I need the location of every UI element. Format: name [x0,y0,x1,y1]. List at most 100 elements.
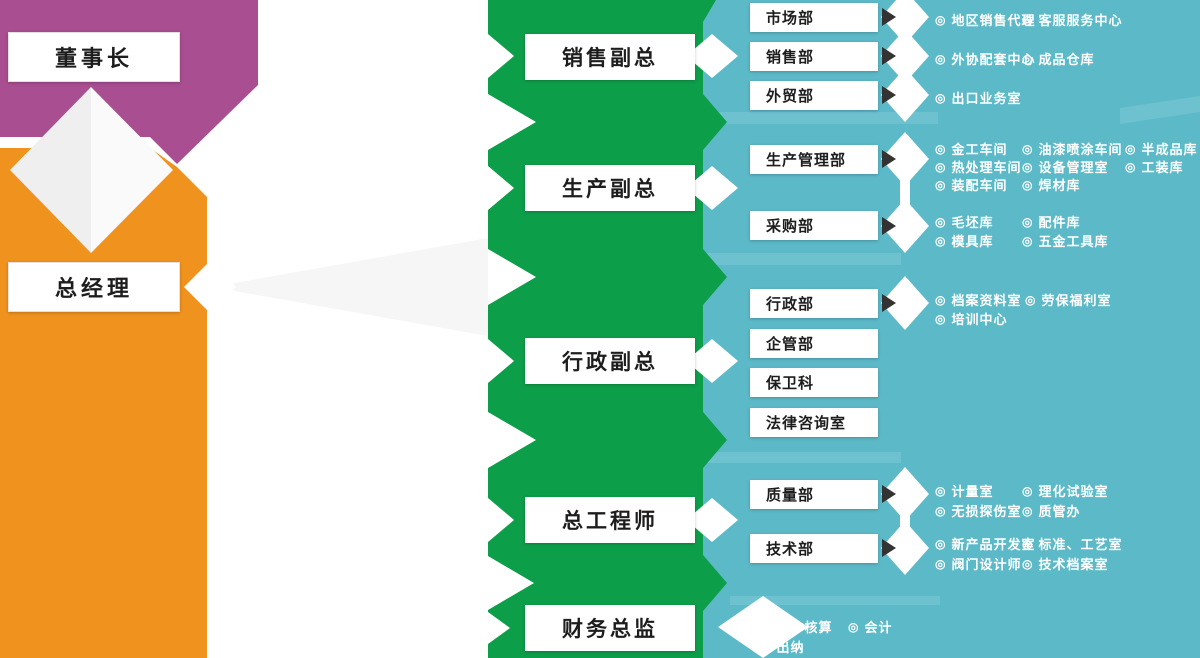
unit-label: 阀门设计师 [951,557,1022,572]
exec-label: 总工程师 [562,510,658,533]
bullet-ring-icon: ◎ [1022,51,1034,66]
dept-box-production-mgmt: 生产管理部 [750,145,878,174]
unit-item: ◎ 模具库 [935,231,994,250]
exec-box-finance-director: 财务总监 [525,605,695,651]
bullet-ring-icon: ◎ [935,503,947,518]
unit-item: ◎ 无损探伤室 [935,501,1022,520]
bullet-ring-icon: ◎ [1125,159,1137,174]
exec-box-admin-vp: 行政副总 [525,338,695,384]
general-manager-box: 总经理 [8,262,180,312]
unit-item: ◎金工车间 [935,139,1008,158]
unit-label: 热处理车间 [951,160,1022,175]
bullet-ring-icon: ◎ [935,536,947,551]
bullet-ring-icon: ◎ [935,159,947,174]
dept-label: 采购部 [766,218,815,235]
bullet-ring-icon: ◎ [935,311,947,326]
unit-label: 五金工具库 [1038,234,1109,249]
unit-label: 会计 [864,620,893,635]
exec-box-sales-vp: 销售副总 [525,34,695,80]
unit-item: ◎装配车间 [935,175,1008,194]
unit-label: 工装库 [1141,160,1184,175]
exec-box-production-vp: 生产副总 [525,165,695,211]
unit-item: ◎ 热处理车间 [935,157,1022,176]
chairman-box: 董事长 [8,32,180,82]
bullet-ring-icon: ◎ [1025,292,1037,307]
dept-box-security: 保卫科 [750,368,878,397]
dept-label: 行政部 [766,296,815,313]
chairman-label: 董事长 [54,46,133,71]
unit-label: 毛坯库 [951,215,994,230]
dept-label: 质量部 [766,487,815,504]
unit-item: ◎客服服务中心 [1022,10,1123,29]
unit-item: ◎ 理化试验室 [1022,481,1109,500]
unit-item: ◎ 工装库 [1125,157,1184,176]
unit-label: 计量室 [951,484,994,499]
bullet-ring-icon: ◎ [935,51,947,66]
unit-item: ◎ 五金工具库 [1022,231,1109,250]
unit-item: ◎出纳 [760,637,805,656]
unit-label: 模具库 [951,234,994,249]
exec-label: 行政副总 [562,351,658,374]
unit-label: 劳保福利室 [1041,293,1112,308]
green-column-shape [488,0,727,658]
exec-label: 销售副总 [562,47,658,70]
chairman-gm-diamond-right [91,87,173,253]
dept-box-technology: 技术部 [750,534,878,563]
unit-item: ◎油漆喷涂车间 [1022,139,1123,158]
teal-light-strips [703,96,1200,605]
exec-label: 财务总监 [562,618,658,641]
bullet-ring-icon: ◎ [935,177,947,192]
bullet-ring-icon: ◎ [1022,233,1034,248]
unit-item: ◎新产品开发室 [935,534,1036,553]
unit-item: ◎ 阀门设计师 [935,554,1022,573]
unit-label: 理化试验室 [1038,484,1109,499]
dept-label: 技术部 [766,541,815,558]
unit-item: ◎毛坯库 [935,212,994,231]
dept-label: 市场部 [766,10,815,27]
dept-box-administration: 行政部 [750,289,878,318]
unit-item: ◎配件库 [1022,212,1081,231]
bullet-ring-icon: ◎ [1022,556,1034,571]
bullet-ring-icon: ◎ [935,90,947,105]
general-manager-label: 总经理 [54,276,133,301]
exec-connector-diamonds [686,34,808,658]
dept-label: 保卫科 [766,375,815,392]
bullet-ring-icon: ◎ [935,556,947,571]
unit-label: 标准、工艺室 [1038,537,1123,552]
dept-label: 生产管理部 [766,152,847,169]
unit-label: 新产品开发室 [951,537,1036,552]
bullet-ring-icon: ◎ [760,619,772,634]
unit-item: ◎ 半成品库 [1125,139,1198,158]
bullet-ring-icon: ◎ [1022,483,1034,498]
unit-label: 成品仓库 [1038,52,1095,67]
gm-link-arrow-shape [212,238,488,336]
dept-label: 企管部 [766,336,815,353]
dept-label: 法律咨询室 [766,415,847,432]
bullet-ring-icon: ◎ [1022,141,1034,156]
bullet-ring-icon: ◎ [1022,177,1034,192]
unit-label: 无损探伤室 [951,504,1022,519]
unit-item: ◎ 成品仓库 [1022,49,1095,68]
department-connector-chain [881,0,929,575]
bullet-ring-icon: ◎ [1022,159,1034,174]
bullet-ring-icon: ◎ [1125,141,1137,156]
unit-label: 配件库 [1038,215,1081,230]
unit-label: 半成品库 [1141,142,1198,157]
dept-label: 销售部 [766,49,815,66]
dept-box-foreign-trade: 外贸部 [750,81,878,110]
bullet-ring-icon: ◎ [935,292,947,307]
bullet-ring-icon: ◎ [935,233,947,248]
exec-label: 生产副总 [562,178,658,201]
bullet-ring-icon: ◎ [1022,536,1034,551]
bullet-ring-icon: ◎ [935,141,947,156]
dept-box-legal-consulting: 法律咨询室 [750,408,878,437]
unit-item: ◎设备管理室 [1022,157,1109,176]
bullet-ring-icon: ◎ [935,12,947,27]
unit-item: ◎外协配套中心 [935,49,1036,68]
dept-label: 外贸部 [766,88,815,105]
dept-box-purchasing: 采购部 [750,211,878,240]
unit-item: ◎会计 [848,617,893,636]
unit-label: 焊材库 [1038,178,1081,193]
bullet-ring-icon: ◎ [935,483,947,498]
